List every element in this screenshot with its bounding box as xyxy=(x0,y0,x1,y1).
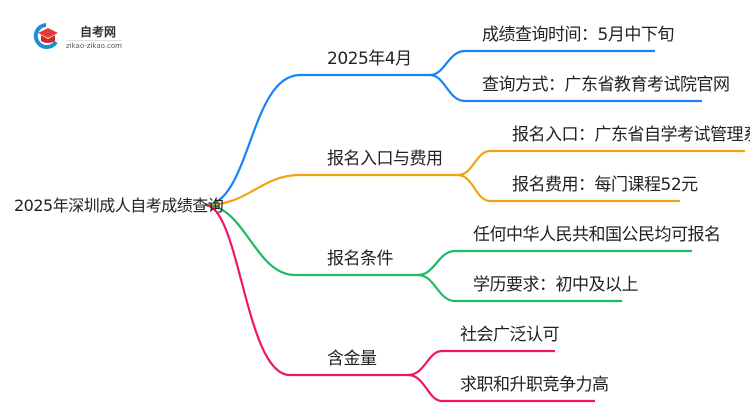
leaf-label: 学历要求：初中及以上 xyxy=(473,275,639,295)
logo-title: 自考网 xyxy=(80,25,117,39)
sub-line-3-2 xyxy=(417,273,622,303)
leaf-label: 任何中华人民共和国公民均可报名 xyxy=(473,225,721,245)
sub-line-1-1 xyxy=(429,49,655,77)
sub-line-3-1 xyxy=(417,249,692,277)
sub-line-2-1 xyxy=(457,149,745,177)
sub-line-1-2 xyxy=(429,73,702,103)
sub-line-4-1 xyxy=(407,349,555,377)
leaf-label: 成绩查询时间：5月中下旬 xyxy=(482,25,674,45)
root-topic: 2025年深圳成人自考成绩查询 xyxy=(14,196,224,215)
leaf-label: 求职和升职竞争力高 xyxy=(460,375,609,395)
leaf-label: 报名费用：每门课程52元 xyxy=(512,175,698,195)
branch-label: 报名条件 xyxy=(327,249,394,269)
branch-label: 含金量 xyxy=(327,349,377,369)
sub-line-2-2 xyxy=(457,173,680,203)
leaf-label: 社会广泛认可 xyxy=(460,325,560,345)
sub-line-4-2 xyxy=(407,373,595,403)
branch-line-3 xyxy=(204,203,418,277)
logo-url: zikao-zikao.com xyxy=(66,40,122,50)
leaf-label: 报名入口：广东省自学考试管理系统 xyxy=(512,125,750,145)
leaf-label: 查询方式：广东省教育考试院官网 xyxy=(482,75,730,95)
branch-label: 2025年4月 xyxy=(327,49,412,69)
branch-line-1 xyxy=(204,73,430,207)
branch-line-2 xyxy=(204,173,458,207)
branch-label: 报名入口与费用 xyxy=(327,149,443,169)
graduation-cap-logo-icon xyxy=(33,23,58,49)
branch-line-4 xyxy=(204,203,408,377)
